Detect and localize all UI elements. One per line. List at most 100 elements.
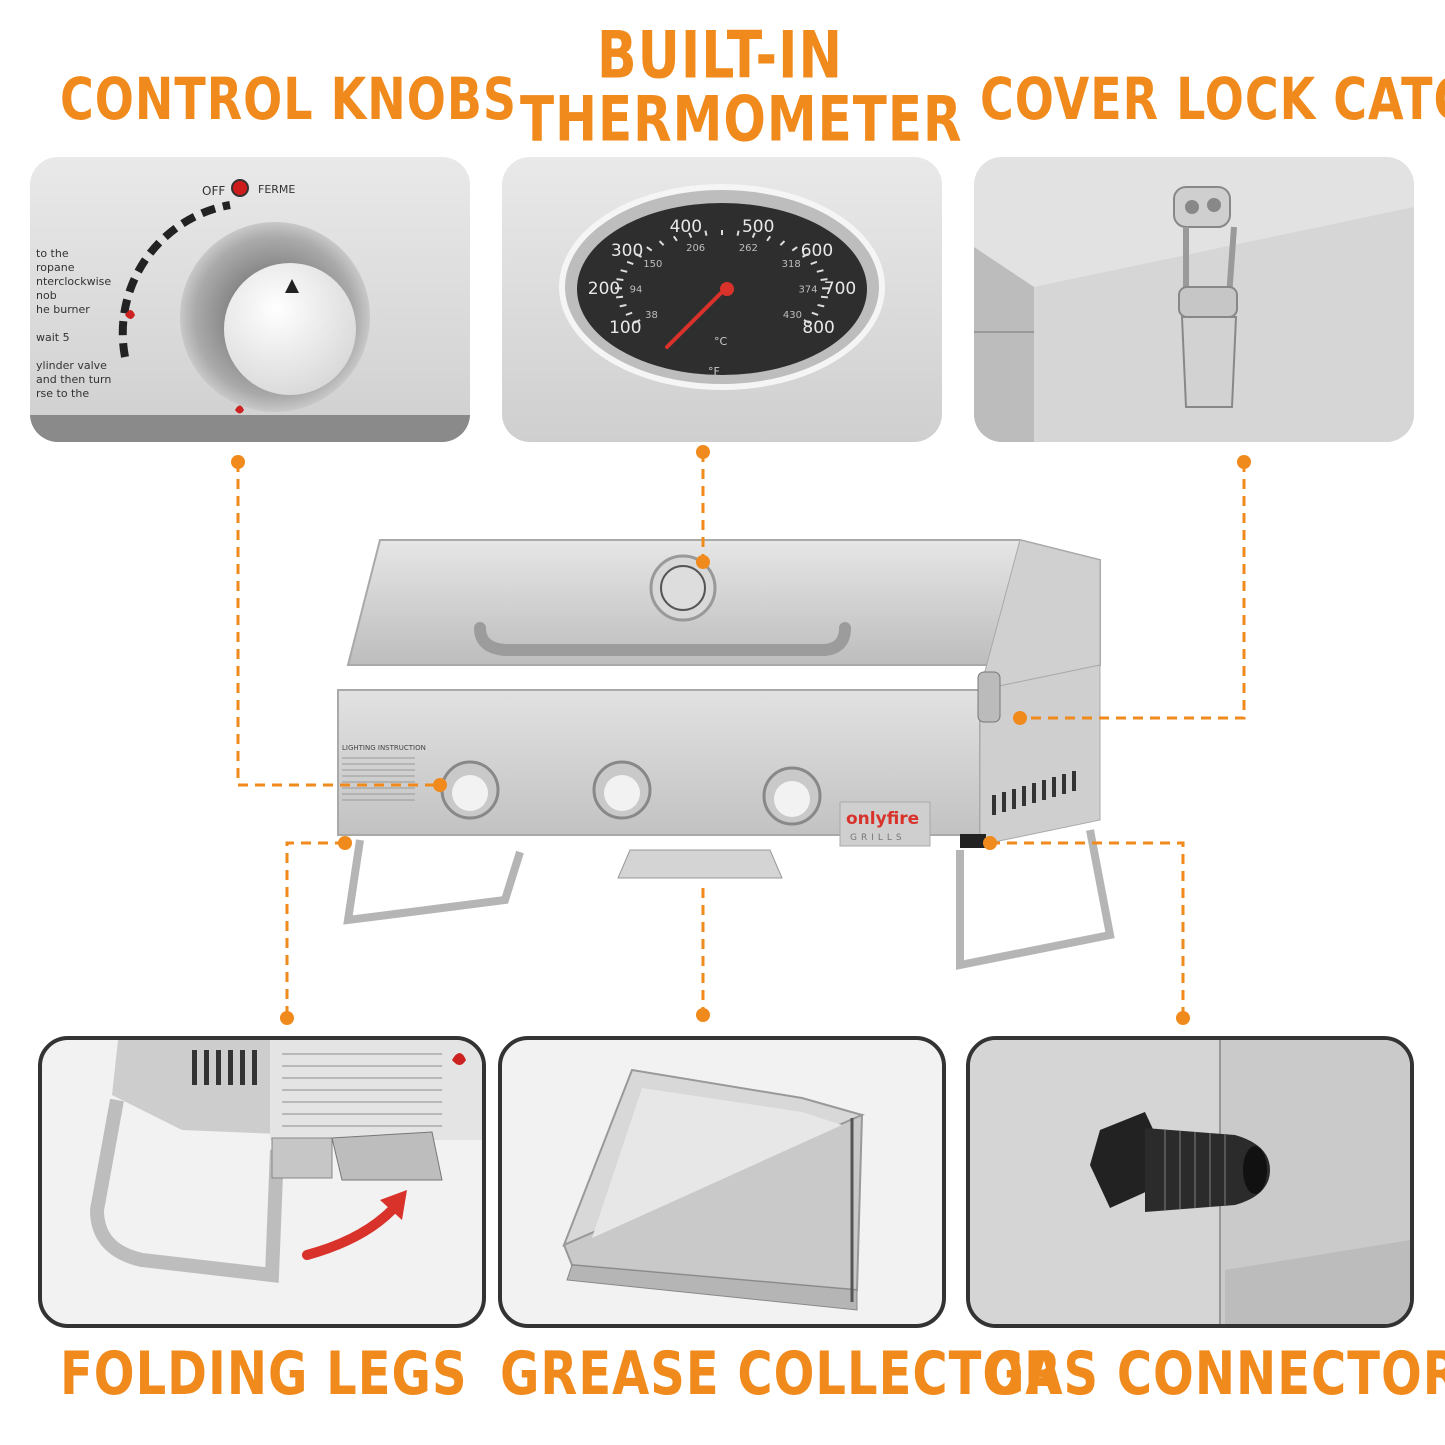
dial-tick bbox=[817, 303, 825, 308]
fahrenheit-unit: °F bbox=[708, 365, 720, 378]
fahrenheit-tick-label: 300 bbox=[611, 241, 643, 261]
needle-hub bbox=[720, 282, 734, 296]
dial-tick bbox=[810, 260, 818, 266]
gas-connector-fitting[interactable] bbox=[1145, 1128, 1270, 1212]
gas-connector-illustration bbox=[970, 1040, 1410, 1324]
fahrenheit-tick-label: 200 bbox=[588, 279, 620, 299]
dial-tick bbox=[811, 311, 819, 316]
dial-tick bbox=[779, 240, 786, 246]
flame-icon bbox=[452, 1053, 466, 1065]
gas-inlet bbox=[960, 834, 986, 848]
dial-tick bbox=[816, 269, 824, 273]
left-folding-leg[interactable] bbox=[343, 839, 524, 925]
dial-tick bbox=[633, 319, 641, 324]
fahrenheit-tick-label: 500 bbox=[742, 217, 774, 237]
dial-tick bbox=[791, 246, 798, 252]
latch-lever[interactable] bbox=[1180, 316, 1238, 408]
dial-tick bbox=[658, 240, 665, 246]
lid-handle[interactable] bbox=[474, 622, 851, 656]
thermometer-needle bbox=[665, 290, 724, 349]
dial-tick bbox=[626, 260, 634, 266]
dial-tick bbox=[704, 230, 708, 236]
dial-tick bbox=[766, 235, 772, 242]
grease-collector-illustration bbox=[562, 1068, 865, 1311]
fold-arrow-icon bbox=[302, 1205, 397, 1260]
dial-tick bbox=[688, 232, 693, 239]
label-folding-legs: FOLDING LEGS bbox=[60, 1339, 468, 1409]
gas-connector-panel bbox=[966, 1036, 1414, 1328]
instruction-line: rse to the bbox=[36, 387, 89, 400]
lid-latch[interactable] bbox=[977, 671, 1001, 723]
callout-dot bbox=[1013, 711, 1027, 725]
dial-tick bbox=[820, 278, 828, 281]
dial-tick bbox=[620, 269, 628, 273]
callout-dot bbox=[338, 836, 352, 850]
fahrenheit-tick-label: 800 bbox=[802, 318, 834, 338]
small-flame-icon bbox=[235, 405, 244, 414]
dial-tick bbox=[615, 295, 624, 299]
callout-dot bbox=[1237, 455, 1251, 469]
dial-tick bbox=[635, 253, 643, 258]
folding-leg[interactable] bbox=[89, 1098, 284, 1283]
instruction-line: nob bbox=[36, 289, 57, 302]
callout-dot bbox=[983, 836, 997, 850]
instruction-line: ylinder valve bbox=[36, 359, 107, 372]
callout-dot bbox=[433, 778, 447, 792]
right-folding-leg[interactable] bbox=[956, 829, 1115, 970]
lighting-instruction-title: LIGHTING INSTRUCTION bbox=[342, 744, 426, 752]
callout-dot bbox=[696, 1008, 710, 1022]
instruction-line: wait 5 bbox=[36, 331, 70, 344]
fahrenheit-tick-label: 400 bbox=[670, 217, 702, 237]
brand-logo: onlyfire bbox=[846, 809, 919, 829]
callout-dot bbox=[696, 555, 710, 569]
dial-tick bbox=[820, 295, 829, 299]
knob[interactable] bbox=[224, 263, 356, 395]
instruction-line: he burner bbox=[36, 303, 90, 316]
dial-tick bbox=[646, 246, 653, 252]
ferme-text: FERME bbox=[258, 183, 295, 196]
fahrenheit-tick-label: 600 bbox=[801, 241, 833, 261]
cover-lock-panel bbox=[974, 157, 1414, 442]
cover-lock-illustration bbox=[974, 157, 1414, 442]
dial-tick bbox=[672, 235, 678, 242]
dial-tick bbox=[751, 232, 756, 239]
brand-subtitle: GRILLS bbox=[850, 833, 906, 843]
celsius-tick-label: 94 bbox=[630, 284, 643, 295]
callout-dot bbox=[231, 455, 245, 469]
label-thermometer-line1: BUILT-IN bbox=[596, 18, 843, 94]
celsius-tick-label: 150 bbox=[643, 259, 662, 270]
callout-dot bbox=[696, 445, 710, 459]
folding-legs-illustration bbox=[89, 1040, 482, 1283]
label-thermometer-line2: THERMOMETER bbox=[520, 82, 963, 156]
label-gas-connector: GAS CONNECTOR bbox=[985, 1339, 1445, 1409]
control-knobs-panel: OFF FERME to the ropane nterclockwise no… bbox=[30, 157, 470, 442]
grill-illustration: LIGHTING INSTRUCTION onlyfire GRILLS bbox=[337, 539, 1115, 970]
label-cover-lock-catch: COVER LOCK CATCH bbox=[980, 65, 1445, 133]
celsius-tick-label: 262 bbox=[739, 243, 758, 254]
off-text: OFF bbox=[202, 184, 225, 198]
dial-tick bbox=[803, 319, 811, 324]
celsius-tick-label: 318 bbox=[782, 259, 801, 270]
fahrenheit-tick-label: 700 bbox=[824, 279, 856, 299]
grease-collector-panel bbox=[498, 1036, 946, 1328]
connector-opening bbox=[1243, 1146, 1267, 1194]
grease-tray[interactable] bbox=[617, 849, 783, 879]
callout-dot bbox=[280, 1011, 294, 1025]
instruction-line: and then turn bbox=[36, 373, 111, 386]
callout-folding-legs bbox=[285, 841, 345, 1018]
dial-tick bbox=[619, 303, 627, 308]
callout-control-knobs bbox=[236, 462, 440, 787]
flame-icon bbox=[125, 310, 135, 319]
celsius-tick-label: 206 bbox=[686, 243, 705, 254]
callout-cover-lock bbox=[1020, 462, 1246, 720]
latch-plate bbox=[1173, 186, 1231, 228]
dial-tick bbox=[616, 278, 624, 281]
celsius-unit: °C bbox=[714, 335, 728, 348]
dial-tick bbox=[625, 311, 633, 316]
celsius-tick-label: 374 bbox=[798, 284, 817, 295]
off-indicator-icon bbox=[231, 179, 249, 197]
control-knob-illustration: OFF FERME to the ropane nterclockwise no… bbox=[30, 179, 470, 442]
